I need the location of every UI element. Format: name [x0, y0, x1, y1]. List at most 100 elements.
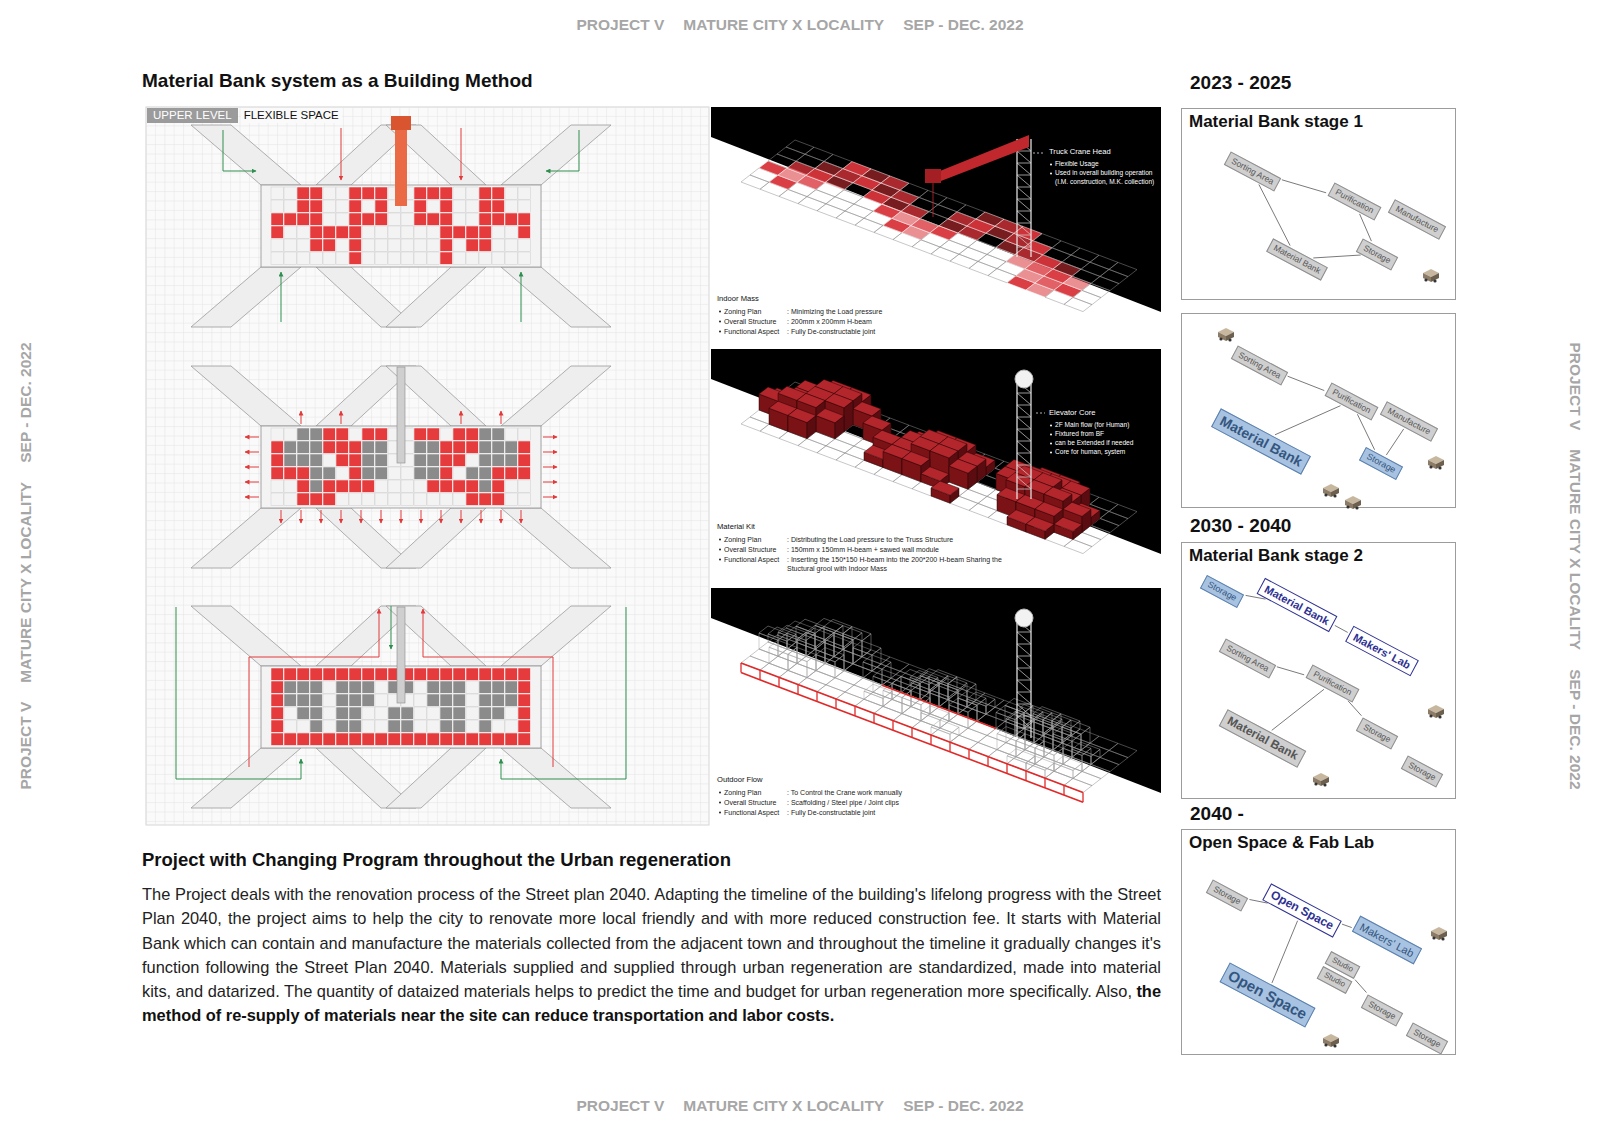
block-label: Purification [1311, 669, 1353, 697]
flow-arrow [423, 609, 553, 767]
plan-cell [310, 213, 322, 225]
note-value: : Fully De-constructable joint [787, 808, 875, 817]
tower-brace [1017, 211, 1031, 212]
scaffold-post [759, 670, 760, 680]
bullet-dot [1050, 452, 1052, 454]
flow-arrow [281, 510, 282, 523]
plan-cell [362, 467, 374, 479]
plan-cell [310, 480, 322, 492]
plan-cell [440, 720, 452, 732]
kit-box [787, 626, 815, 640]
grid-cell [805, 147, 833, 161]
flow-arrow [543, 467, 557, 468]
axon-slab [711, 137, 1161, 345]
scaffold-post [797, 685, 798, 695]
flow-arrow [176, 607, 301, 779]
tower-brace [1017, 632, 1031, 644]
plan-cell [323, 681, 335, 693]
grid-cell [1090, 736, 1118, 750]
body-text: The Project deals with the renovation pr… [142, 885, 1161, 1000]
kit-box [931, 720, 959, 734]
callout-note: Fixtured from BF [1055, 430, 1104, 439]
plan-cell [492, 681, 504, 693]
grid-line [146, 351, 709, 352]
grid-cell [1033, 234, 1061, 248]
plan-cell [349, 681, 361, 693]
plan-cell [284, 467, 296, 479]
tower-brace [1017, 199, 1031, 211]
grid-line [146, 661, 709, 662]
plan-cell [440, 200, 452, 212]
truck-body [1313, 777, 1321, 786]
tower-brace [1017, 680, 1031, 692]
truck-body [1431, 273, 1439, 282]
plan-cell [297, 187, 309, 199]
plan-cell [492, 720, 504, 732]
plan-cell [414, 720, 426, 732]
tower-brace [1017, 417, 1031, 418]
bullet-dot [719, 559, 721, 561]
plan-cell [492, 213, 504, 225]
plan-wing [191, 748, 301, 808]
level-name: FLEXIBLE SPACE [241, 108, 342, 123]
flow-arrow [543, 497, 557, 498]
tower-brace [1017, 680, 1031, 681]
plan-cell [427, 252, 439, 264]
plan-cell [505, 707, 517, 719]
flow-arrow [501, 607, 626, 779]
flow-arrow [249, 609, 379, 767]
plan-cell [349, 707, 361, 719]
grid-line [146, 755, 709, 756]
grid-cell [900, 664, 928, 678]
plan-cell [505, 441, 517, 453]
grid-line [174, 107, 175, 825]
plan-cell [323, 441, 335, 453]
scaffold-rail [741, 673, 1083, 803]
plan-cell [479, 467, 491, 479]
tower-leg [1016, 139, 1017, 257]
plan-cell [453, 200, 465, 212]
plan-cell [401, 733, 413, 745]
plan-cell [271, 694, 283, 706]
kit-box [1091, 749, 1100, 764]
plan-cell [323, 213, 335, 225]
tower-brace [1017, 704, 1031, 705]
page-header: MATURE CITY X LOCALITY [683, 16, 884, 34]
program-block: Manufacture [1380, 401, 1438, 441]
flow-line [1335, 625, 1348, 632]
plan-cell [427, 480, 439, 492]
plan-cell [479, 493, 491, 505]
scaffold-post [930, 735, 931, 745]
plan-cell [453, 668, 465, 680]
flow-arrow [341, 510, 342, 523]
grid-line [146, 812, 709, 813]
plan-cell [336, 681, 348, 693]
flow-line [1355, 980, 1366, 993]
plan-cell [440, 480, 452, 492]
plan-cell [284, 239, 296, 251]
flow-arrow [245, 437, 259, 438]
core-shaft [397, 367, 405, 463]
plan-cell [310, 720, 322, 732]
plan-cell [479, 733, 491, 745]
plan-cell [271, 252, 283, 264]
plan-cell [362, 493, 374, 505]
kit-box [1016, 734, 1044, 748]
plan-cell [297, 428, 309, 440]
block-label: Storage [1212, 884, 1243, 906]
crane-cab [925, 169, 941, 183]
plan-cell [427, 467, 439, 479]
plan-cell [310, 187, 322, 199]
bullet-dot [1050, 425, 1052, 427]
truck-wheel [1429, 465, 1432, 468]
crane-head [935, 135, 1029, 181]
kit-box [930, 683, 939, 714]
plan-cell [466, 441, 478, 453]
grid-line [155, 107, 156, 825]
grid-line [578, 107, 579, 825]
plan-cell [479, 213, 491, 225]
truck-icon [1323, 1034, 1339, 1048]
plan-cell [271, 733, 283, 745]
plan-cell [336, 694, 348, 706]
plan-cell [440, 213, 452, 225]
